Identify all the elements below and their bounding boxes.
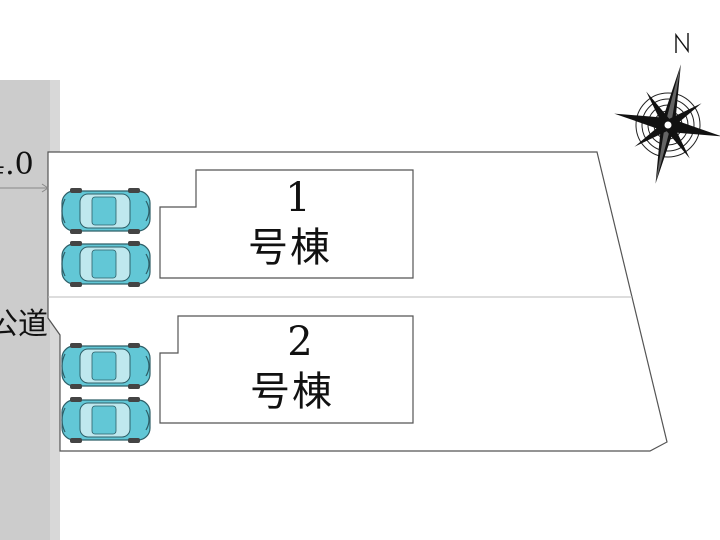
car-icon: [61, 240, 151, 288]
building-1-number: 1: [285, 175, 311, 221]
car-icon: [61, 396, 151, 444]
building-1-outline: [159, 169, 414, 279]
road-name-label: 公道: [0, 307, 48, 342]
car-icon: [61, 342, 151, 390]
car-icon: [61, 187, 151, 235]
building-2-number: 2: [287, 319, 313, 365]
north-compass-icon: [614, 32, 720, 184]
public-road: [0, 80, 50, 540]
building-2-suffix: 号棟: [250, 369, 334, 415]
building-2-outline: [159, 315, 414, 424]
building-1-suffix: 号棟: [248, 225, 332, 271]
road-width-label: 4.0: [0, 147, 34, 182]
